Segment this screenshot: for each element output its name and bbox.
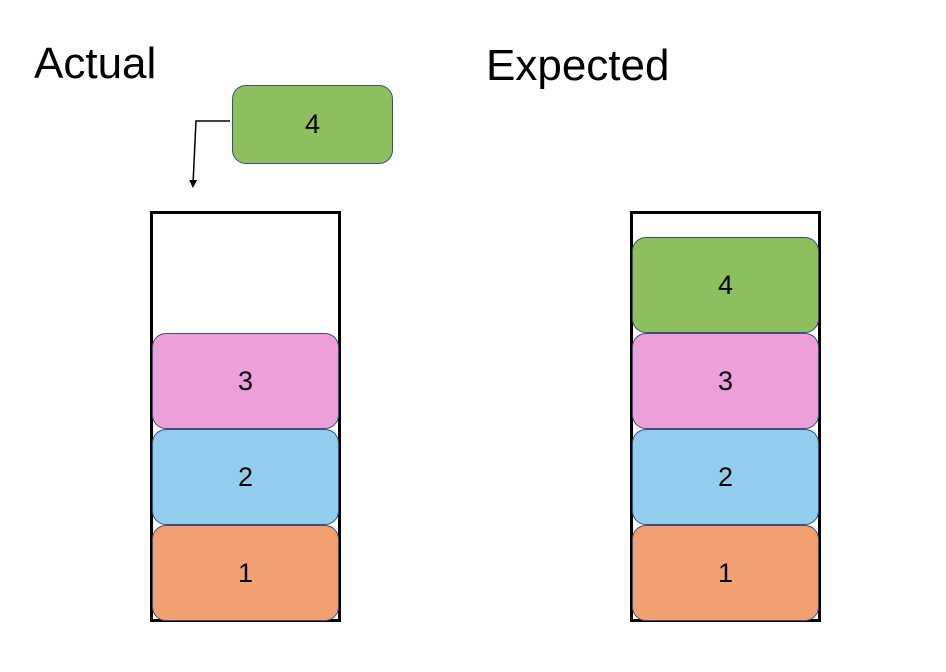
actual-heading: Actual [34,39,157,88]
actual-block-1: 1 [152,525,339,621]
expected-block-4: 4 [632,237,819,333]
expected-block-1: 1 [632,525,819,621]
expected-heading: Expected [486,41,670,90]
actual-block-2: 2 [152,429,339,525]
expected-block-3: 3 [632,333,819,429]
incoming-block-4: 4 [232,85,393,164]
actual-block-label: 1 [237,557,254,588]
actual-block-label: 2 [237,461,254,492]
expected-block-label: 3 [717,365,734,396]
expected-block-label: 1 [717,557,734,588]
expected-block-label: 4 [717,269,734,300]
expected-block-2: 2 [632,429,819,525]
actual-block-label: 3 [237,365,254,396]
expected-block-label: 2 [717,461,734,492]
actual-block-3: 3 [152,333,339,429]
incoming-block-label: 4 [304,109,321,139]
